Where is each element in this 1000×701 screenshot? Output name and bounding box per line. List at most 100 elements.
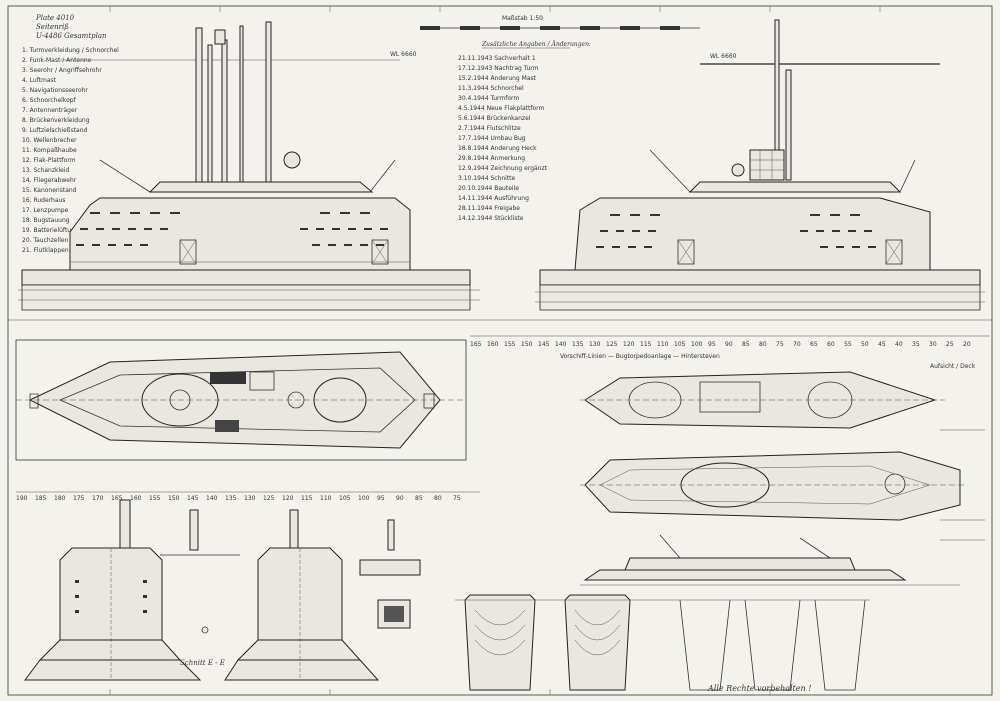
legend-item: 11. Kompaßhaube: [22, 147, 77, 154]
legend-item: 17. Lenzpumpe: [22, 207, 69, 214]
frame-number: 155: [504, 341, 516, 348]
frame-number: 135: [572, 341, 584, 348]
frame-number: 175: [73, 495, 85, 502]
change-note: 29.8.1944 Anmerkung: [458, 155, 525, 162]
frame-number: 105: [674, 341, 686, 348]
scale-bar: Maßstab 1:50: [420, 15, 700, 30]
deck-plan-left: [15, 339, 467, 461]
change-note: 15.2.1944 Anderung Mast: [458, 75, 537, 82]
scale-label: Maßstab 1:50: [502, 15, 543, 22]
cross-section-rear: [224, 509, 380, 681]
frame-number: 50: [861, 341, 869, 348]
legend-item: 7. Antennenträger: [22, 107, 78, 114]
change-note: 4.5.1944 Neue Flakplattform: [458, 105, 544, 112]
frame-number: 25: [946, 341, 954, 348]
frame-number: 30: [929, 341, 937, 348]
frame-numbers-mid: 165 160 155 150 145 140 135 130 125 120 …: [470, 335, 990, 360]
legend-item: 14. Fliegerabwehr: [22, 177, 77, 184]
waterline-label: WL 6660: [710, 53, 737, 60]
frame-number: 65: [810, 341, 818, 348]
frame-number: 70: [793, 341, 801, 348]
legend-item: 5. Navigationsseerohr: [22, 87, 88, 94]
legend-item: 16. Ruderhaus: [22, 197, 65, 204]
frame-number: 165: [111, 495, 123, 502]
change-note: 14.11.1944 Ausführung: [458, 195, 529, 202]
change-note: 14.12.1944 Stückliste: [458, 215, 524, 222]
frame-number: 165: [470, 341, 482, 348]
frame-number: 85: [415, 495, 423, 502]
frame-number: 80: [434, 495, 442, 502]
frame-number: 35: [912, 341, 920, 348]
change-note: 3.10.1944 Schnitte: [458, 175, 516, 182]
title-block: Plate 4010 Seitenriß U-4486 Gesamtplan: [35, 14, 107, 40]
frame-number: 185: [35, 495, 47, 502]
legend-item: 15. Kanonenstand: [22, 187, 77, 194]
frame-number: 90: [396, 495, 404, 502]
frame-number: 145: [187, 495, 199, 502]
frame-number: 60: [827, 341, 835, 348]
periscope-detail: [359, 519, 421, 629]
frame-number: 150: [168, 495, 180, 502]
frame-number: 180: [54, 495, 66, 502]
change-note: 28.11.1944 Freigabe: [458, 205, 520, 212]
frame-number: 90: [725, 341, 733, 348]
legend-item: 4. Luftmast: [22, 77, 57, 84]
title-line-3: U-4486 Gesamtplan: [36, 32, 107, 40]
legend-item: 1. Turmverkleidung / Schnorchel: [22, 47, 119, 54]
frame-number: 140: [206, 495, 218, 502]
legend-item: 12. Flak-Plattform: [22, 157, 76, 164]
frame-number: 155: [149, 495, 161, 502]
waterline-label: WL 6660: [390, 51, 417, 58]
legend-item: 21. Flutklappen Reihe 1: [22, 247, 93, 254]
frame-number: 130: [244, 495, 256, 502]
frame-number: 95: [377, 495, 385, 502]
legend-item: 10. Wellenbrecher: [22, 137, 77, 144]
frame-number: 110: [657, 341, 669, 348]
legend-item: 8. Brückenverkleidung: [22, 117, 90, 124]
deck-plan-right: Aufsicht / Deck: [580, 363, 976, 521]
frame-number: 100: [358, 495, 370, 502]
legend-item: 18. Bugstauung: [22, 217, 70, 224]
notes-heading: Zusätzliche Angaben / Änderungen:: [481, 41, 591, 48]
legend-item: 13. Schanzkleid: [22, 167, 69, 174]
change-note: 2.7.1944 Flutschlitze: [458, 125, 521, 132]
title-line-1: Plate 4010: [35, 14, 75, 22]
change-note: 17.12.1943 Nachtrag Turm: [458, 65, 539, 72]
change-note: 11.3.1944 Schnorchel: [458, 85, 524, 92]
change-note: 5.6.1944 Brückenkanzel: [458, 115, 531, 122]
change-note: 12.9.1944 Zeichnung ergänzt: [458, 165, 548, 172]
mast-detail: Schnitt E - E: [160, 509, 240, 667]
frame-number: 140: [555, 341, 567, 348]
frame-number: 55: [844, 341, 852, 348]
frame-number: 145: [538, 341, 550, 348]
change-note: 21.11.1943 Sachverhalt 1: [458, 55, 536, 62]
sheet-border: [7, 5, 993, 696]
frame-number: 80: [759, 341, 767, 348]
change-note: 30.4.1944 Turmform: [458, 95, 519, 102]
side-elevation-right: WL 6660: [535, 19, 985, 311]
frame-number: 40: [895, 341, 903, 348]
title-line-2: Seitenriß: [36, 23, 69, 31]
frame-number: 190: [16, 495, 28, 502]
frame-number: 120: [623, 341, 635, 348]
frame-numbers-low: 190 185 180 175 170 165 160 155 150 145 …: [16, 491, 480, 502]
legend-item: 19. Batterielüftung: [22, 227, 79, 234]
frame-number: 170: [92, 495, 104, 502]
frame-number: 130: [589, 341, 601, 348]
border-grid-ticks: [109, 6, 881, 695]
dimension-marks: [940, 429, 985, 541]
legend-item: 6. Schnorchelkopf: [22, 97, 77, 104]
frame-number: 110: [320, 495, 332, 502]
legend-item: 3. Seerohr / Angriffsehrohr: [22, 67, 102, 74]
cross-section-front: [24, 499, 202, 681]
parts-legend: 1. Turmverkleidung / Schnorchel 2. Funk-…: [22, 47, 119, 254]
section-label: Schnitt E - E: [180, 659, 225, 667]
right-note: Aufsicht / Deck: [930, 363, 976, 370]
frame-number: 105: [339, 495, 351, 502]
frame-number: 115: [640, 341, 652, 348]
frame-number: 95: [708, 341, 716, 348]
frame-number: 100: [691, 341, 703, 348]
legend-item: 20. Tauchzellen: [22, 237, 69, 244]
frame-number: 150: [521, 341, 533, 348]
legend-item: 9. Luftzielschießstand: [22, 127, 88, 134]
